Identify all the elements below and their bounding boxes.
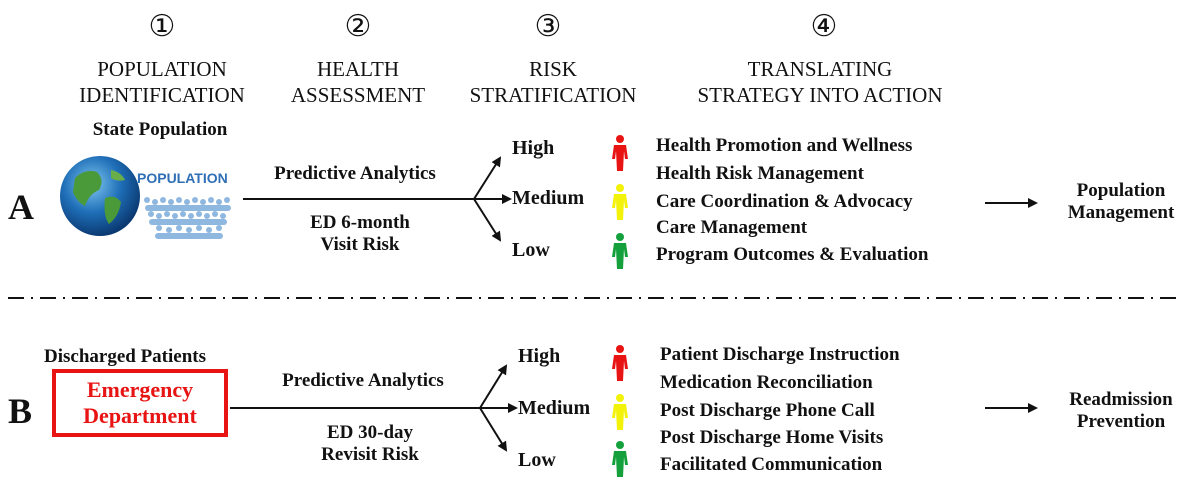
ed-line1: Emergency [86,377,194,402]
row-a-action-4: Care Management [656,217,808,238]
person-red-icon [612,135,628,171]
row-a-level-low: Low [512,239,550,261]
person-green-icon [612,441,628,477]
step-2-title-line2: ASSESSMENT [290,83,426,107]
row-b-letter: B [8,391,33,431]
row-a-analytics-label: Predictive Analytics [274,163,436,184]
step-1-title-line2: IDENTIFICATION [79,83,245,107]
row-b-action-3: Post Discharge Phone Call [660,400,875,421]
step-2-number: ② [344,9,372,44]
row-b-arrow-high [479,364,508,409]
person-red-icon [612,345,628,381]
step-1-title-line1: POPULATION [97,57,227,81]
step-4-number: ④ [810,9,838,44]
row-b-action-2: Medication Reconciliation [660,372,873,393]
row-b-risk-label: ED 30-day Revisit Risk [300,422,440,466]
row-b-outcome-line1: Readmission [1069,389,1173,410]
step-3-title-line1: RISK [529,57,577,81]
step-4-title: TRANSLATING STRATEGY INTO ACTION [660,56,980,108]
row-a-outcome: Population Management [1046,180,1186,224]
row-a-level-high: High [512,137,555,159]
row-a-action-5: Program Outcomes & Evaluation [656,244,929,265]
person-green-icon [612,233,628,269]
row-a-outcome-line2: Management [1067,202,1175,223]
discharged-patients-label: Discharged Patients [44,346,207,367]
row-a-letter: A [8,187,34,227]
row-a-action-1: Health Promotion and Wellness [656,135,913,156]
row-b-risk-line1: ED 30-day [326,422,414,443]
step-2-title: HEALTH ASSESSMENT [268,56,448,108]
row-a-arrow-high [473,156,502,200]
row-a-action-3: Care Coordination & Advocacy [656,191,913,212]
globe-icon [60,156,231,239]
row-a-outcome-line1: Population [1076,180,1166,201]
row-b-outcome-line2: Prevention [1076,411,1166,432]
row-b-level-high: High [518,345,561,367]
row-a-level-medium: Medium [512,187,585,209]
row-a-arrow-low [473,198,502,242]
emergency-department-box: Emergency Department [52,369,228,437]
row-b-action-1: Patient Discharge Instruction [660,344,900,365]
row-a-risk-line1: ED 6-month [310,212,410,233]
row-b-action-5: Facilitated Communication [660,454,883,475]
row-b-level-low: Low [518,449,556,471]
row-b-risk-line2: Revisit Risk [321,444,419,465]
globe-population-text: POPULATION [137,170,228,186]
row-b-analytics-label: Predictive Analytics [282,370,444,391]
step-4-title-line1: TRANSLATING [747,57,893,81]
row-a-risk-line2: Visit Risk [320,234,400,255]
row-b-action-4: Post Discharge Home Visits [660,427,884,448]
ed-line2: Department [83,403,197,428]
crowd-icon [144,197,231,239]
person-yellow-icon [612,394,628,430]
state-population-label: State Population [92,119,228,140]
step-3-title-line2: STRATIFICATION [469,83,637,107]
step-4-title-line2: STRATEGY INTO ACTION [697,83,943,107]
row-a-risk-label: ED 6-month Visit Risk [290,212,430,256]
row-b-level-medium: Medium [518,397,591,419]
row-a-action-2: Health Risk Management [656,163,864,184]
step-3-number: ③ [534,9,562,44]
step-1-title: POPULATION IDENTIFICATION [62,56,262,108]
step-3-title: RISK STRATIFICATION [458,56,648,108]
step-1-number: ① [148,9,176,44]
person-yellow-icon [612,184,628,220]
step-2-title-line1: HEALTH [316,57,400,81]
row-b-arrow-low [479,407,508,452]
row-b-outcome: Readmission Prevention [1046,389,1186,433]
